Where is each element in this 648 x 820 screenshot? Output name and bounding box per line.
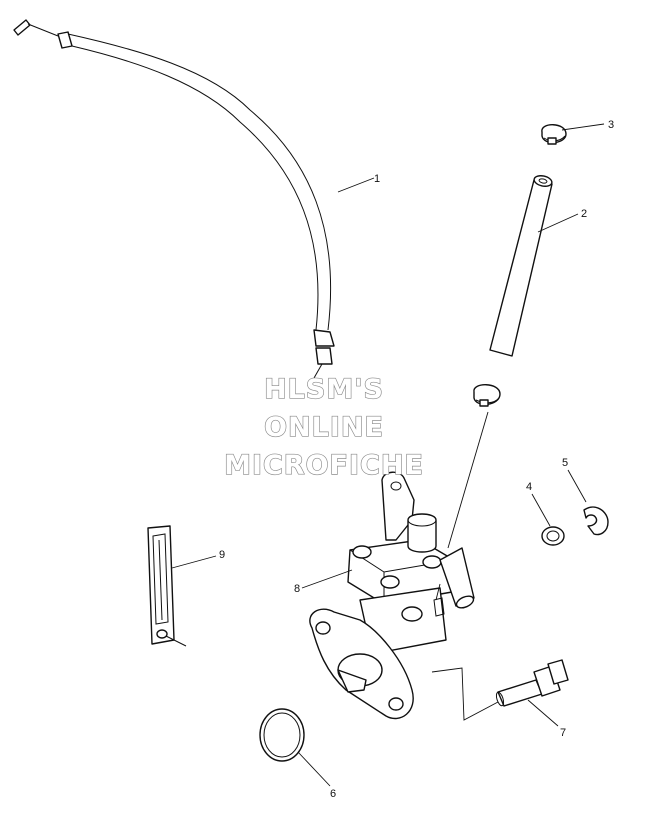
callout-3: 3: [608, 119, 614, 131]
watermark: HLSM'S ONLINE MICROFICHE: [223, 373, 424, 481]
callout-7: 7: [560, 727, 566, 739]
clamp-top-tab: [547, 137, 557, 145]
gauge-slot: [158, 539, 163, 621]
pump-lever-hole: [390, 481, 402, 491]
part-5-e-clip: [583, 506, 609, 536]
cable-housing-inner: [71, 45, 319, 331]
watermark-line-1: HLSM'S: [264, 374, 384, 405]
callout-6: 6: [330, 788, 336, 800]
watermark-line-3: MICROFICHE: [224, 450, 424, 481]
watermark-line-2: ONLINE: [264, 412, 384, 443]
callout-8: 8: [294, 583, 300, 595]
assembly-line-hose: [447, 411, 489, 549]
leader-1: [337, 177, 375, 193]
cable-t-handle: [13, 19, 31, 36]
bolt-head: [547, 659, 569, 685]
assembly-line-bolt: [431, 667, 499, 721]
callout-4: 4: [526, 481, 532, 493]
part-4-washer: [541, 526, 565, 546]
pump-outlet-end: [455, 595, 475, 609]
part-8-oil-pump-assembly: [309, 471, 475, 720]
cable-lower-ferrule: [313, 329, 335, 347]
leader-lines: [171, 123, 605, 787]
e-clip-body: [583, 506, 609, 536]
cable-inner-wire-top: [27, 23, 59, 37]
callout-1: 1: [374, 173, 380, 185]
leader-9: [171, 555, 217, 569]
pump-drive-tang: [337, 669, 367, 693]
gauge-window: [152, 533, 169, 625]
washer-hole: [546, 530, 560, 542]
bolt-shank: [497, 679, 543, 707]
callout-9: 9: [219, 549, 225, 561]
part-3-hose-clamp-top: [541, 124, 567, 145]
pump-outlet-nipple: [439, 547, 475, 607]
leader-5: [567, 469, 587, 503]
hose-top-opening: [533, 175, 553, 187]
callout-numbers: 1 2 3 4 5 6 7 8 9: [219, 119, 614, 800]
clamp-bottom-tab: [479, 399, 489, 407]
callout-2: 2: [581, 208, 587, 220]
hose-bore: [538, 178, 548, 184]
part-3-hose-clamp-bottom: [473, 384, 501, 407]
leader-3: [561, 123, 605, 131]
washer-outer: [541, 526, 565, 546]
part-1-cable: [13, 19, 335, 379]
pump-bleed-screw: [433, 597, 445, 617]
cable-inner-wire-bottom: [313, 363, 323, 379]
pump-lever-plate: [381, 471, 415, 541]
callout-5: 5: [562, 457, 568, 469]
part-7-flange-bolt: [495, 659, 569, 707]
pump-top-cylinder-cap: [407, 513, 437, 527]
part-2-hose: [489, 175, 553, 357]
flange-hole-lower: [388, 697, 404, 711]
leader-7: [527, 699, 559, 727]
leader-2: [537, 213, 579, 233]
cable-housing-outer: [67, 33, 332, 331]
leader-8: [301, 569, 353, 589]
bolt-tip: [495, 691, 505, 707]
flange-hole-upper: [315, 621, 331, 635]
part-6-o-ring: [259, 708, 305, 762]
o-ring-outer: [259, 708, 305, 762]
cable-lower-fitting: [315, 347, 333, 365]
part-9-sight-gauge: [147, 525, 187, 647]
pump-top-cylinder: [407, 513, 437, 553]
leader-4: [531, 493, 551, 527]
gauge-screw-line: [165, 635, 187, 647]
pump-boss-front: [380, 575, 400, 589]
pump-boss-right: [422, 555, 442, 569]
pump-mid-boss: [401, 606, 423, 622]
gauge-hole: [156, 629, 168, 639]
o-ring-inner: [263, 712, 301, 758]
hose-body: [489, 179, 553, 357]
leader-6: [297, 751, 331, 787]
assembly-line-bleed: [435, 583, 441, 601]
pump-boss-left: [352, 545, 372, 559]
